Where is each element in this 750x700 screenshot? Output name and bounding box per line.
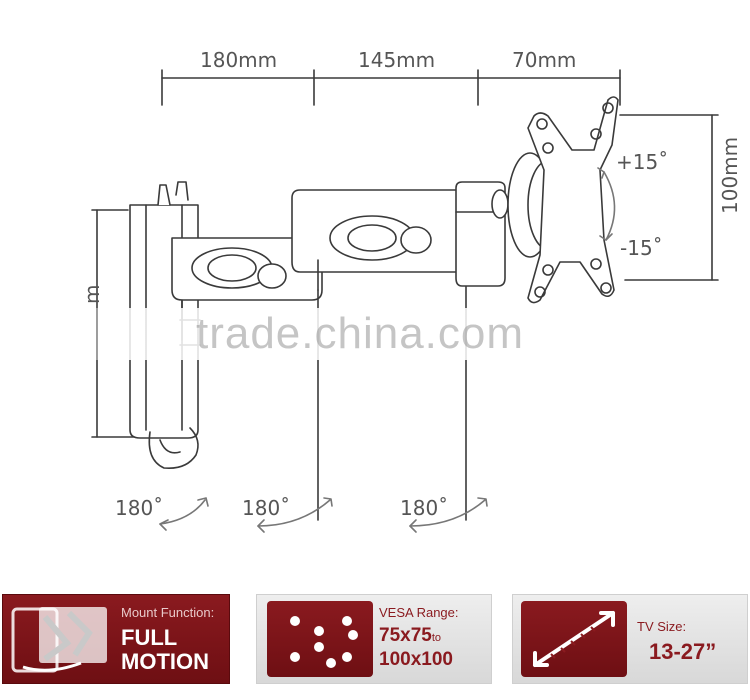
feature-mount-function: Mount Function: FULL MOTION bbox=[2, 594, 230, 684]
vesa-range-to: to bbox=[431, 632, 442, 644]
full-motion-icon bbox=[9, 603, 113, 677]
swivel-label-2: 180˚ bbox=[242, 496, 291, 520]
mount-line-drawing bbox=[91, 69, 719, 533]
vesa-range-value-line2: 100x100 bbox=[379, 649, 453, 670]
dimension-label-100mm: 100mm bbox=[718, 136, 742, 214]
vesa-range-min: 75x75 bbox=[379, 625, 432, 646]
dimension-label-145mm: 145mm bbox=[358, 48, 436, 72]
dimension-label-70mm: 70mm bbox=[512, 48, 577, 72]
tilt-arc bbox=[597, 167, 616, 241]
vesa-range-title: VESA Range: bbox=[379, 605, 459, 620]
vesa-plate bbox=[527, 96, 619, 304]
watermark-band bbox=[70, 308, 670, 360]
swivel-arc-2 bbox=[257, 497, 333, 533]
watermark-text: trade.china.com bbox=[195, 309, 525, 358]
arm-segment-3 bbox=[455, 181, 509, 287]
top-dimension-lines bbox=[161, 69, 621, 106]
feature-tv-size: TV Size: 13-27” bbox=[512, 594, 748, 684]
tilt-down-label: -15˚ bbox=[620, 236, 663, 260]
vesa-range-value-line1: 75x75to bbox=[379, 625, 441, 647]
feature-vesa-range: VESA Range: 75x75to 100x100 bbox=[256, 594, 492, 684]
swivel-label-1: 180˚ bbox=[115, 496, 164, 520]
mount-function-value-line2: MOTION bbox=[121, 649, 209, 674]
vesa-hole-pattern-icon bbox=[267, 601, 373, 677]
tv-size-title: TV Size: bbox=[637, 619, 687, 634]
mount-function-value-line1: FULL bbox=[121, 625, 178, 650]
swivel-arc-3 bbox=[409, 497, 488, 533]
diagonal-arrow-icon bbox=[521, 601, 627, 677]
right-dimension-lines bbox=[619, 114, 719, 281]
tilt-up-label: +15˚ bbox=[616, 150, 669, 174]
swivel-label-3: 180˚ bbox=[400, 496, 449, 520]
dimension-label-180mm: 180mm bbox=[200, 48, 278, 72]
dimension-label-left-partial: m bbox=[80, 284, 104, 304]
mount-function-title: Mount Function: bbox=[121, 605, 215, 620]
swivel-arc-1 bbox=[159, 497, 209, 531]
tv-size-value: 13-27” bbox=[649, 639, 717, 664]
